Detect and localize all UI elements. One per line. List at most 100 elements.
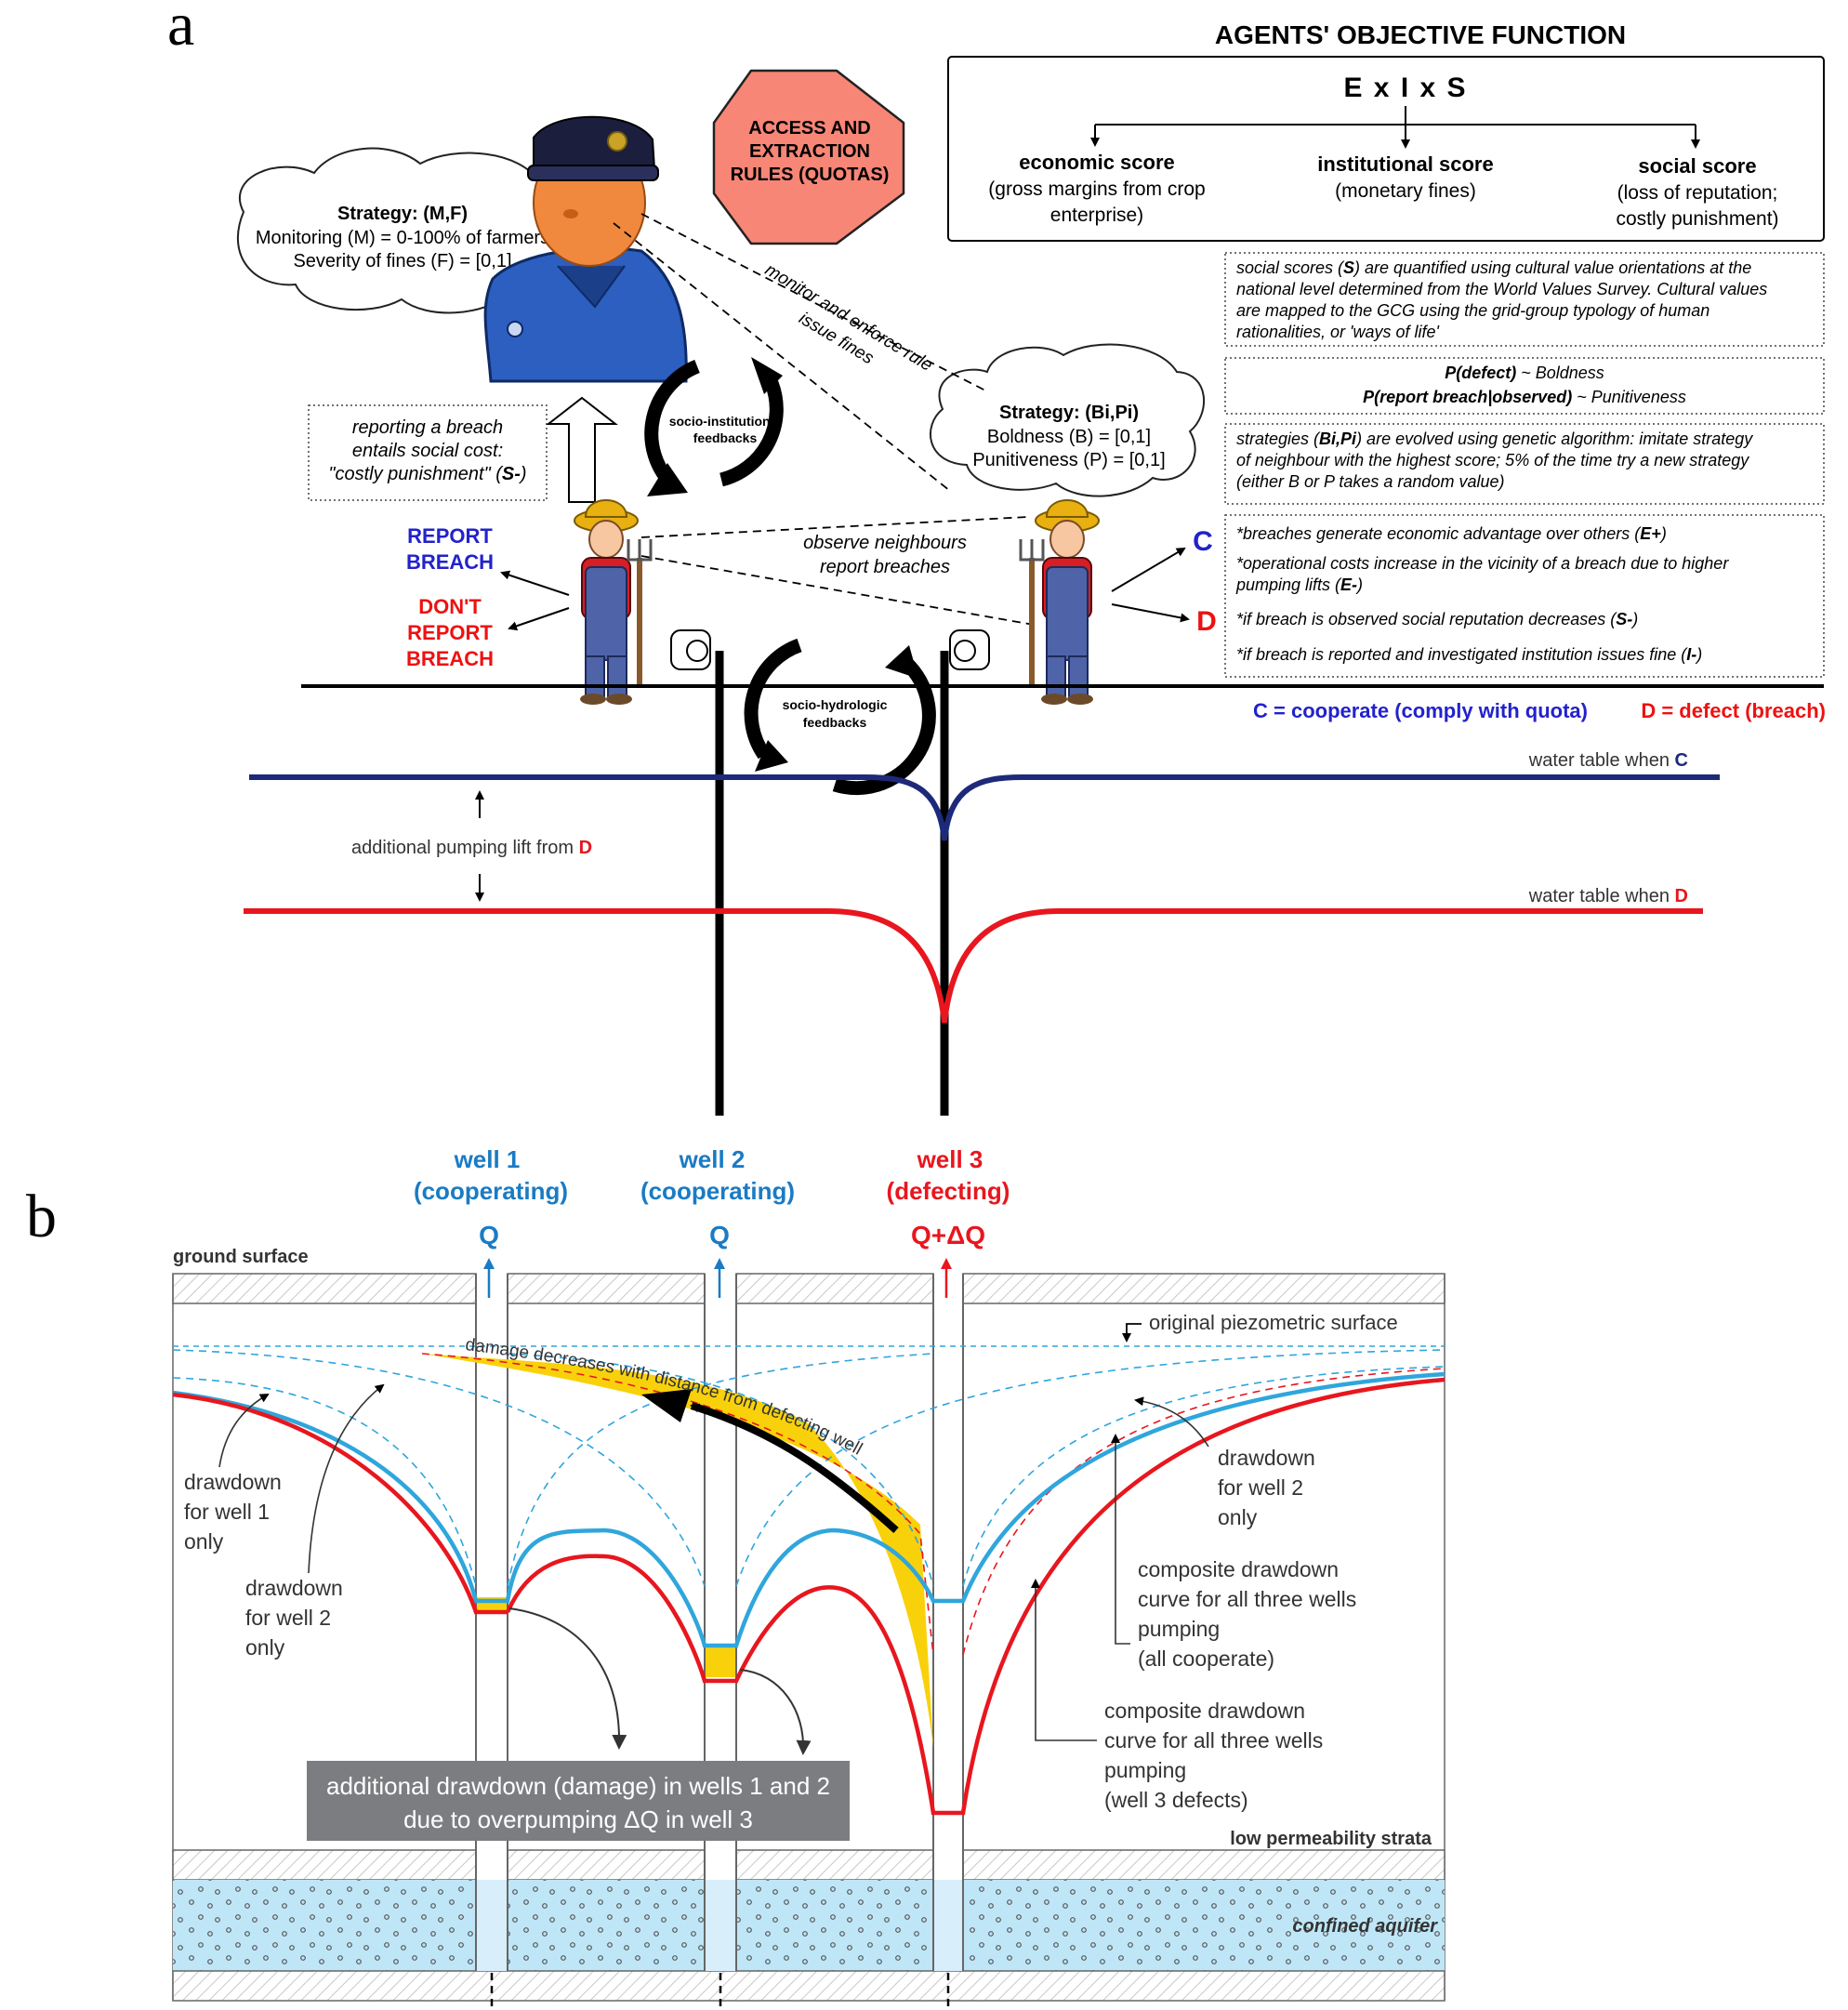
note-line: entails social cost:	[352, 441, 503, 461]
objective-title: AGENTS' OBJECTIVE FUNCTION	[1215, 20, 1626, 49]
social-score: social score (loss of reputation; costly…	[1616, 154, 1778, 230]
report-breach-label: BREACH	[406, 550, 494, 574]
report-arrow	[500, 570, 570, 596]
composite-defect-label: composite drawdown curve for all three w…	[1104, 1699, 1323, 1812]
stop-sign-line: ACCESS AND	[748, 118, 871, 139]
water-table-d-line	[244, 908, 1703, 1024]
well-flow: Q	[709, 1221, 730, 1250]
note-segment: ) are quantified using cultural value or…	[1353, 258, 1751, 277]
cloud-line: Monitoring (M) = 0-100% of farmers	[256, 228, 549, 248]
note-segment: )	[1355, 575, 1363, 594]
note-line: pumping lifts (E-)	[1235, 575, 1363, 594]
objective-branches	[1090, 106, 1700, 149]
panel-a-label: a	[167, 0, 194, 59]
monitor-line: monitor and enforce rule	[761, 260, 935, 376]
note-line: P(defect) ~ Boldness	[1445, 364, 1604, 382]
composite-cooperate-label: composite drawdown curve for all three w…	[1138, 1557, 1356, 1671]
institutional-score: institutional score (monetary fines)	[1317, 152, 1493, 202]
damage-arrowhead	[641, 1389, 692, 1422]
pointer	[1111, 1434, 1130, 1645]
dont-report-label: BREACH	[406, 647, 494, 670]
dont-report-label: REPORT	[407, 621, 493, 644]
choice-d-label: D	[1196, 606, 1217, 637]
police-strategy-cloud: Strategy: (M,F) Monitoring (M) = 0-100% …	[237, 147, 583, 314]
lift-label: additional pumping lift from D	[351, 838, 592, 858]
label-line: drawdown	[184, 1470, 282, 1494]
farmer-right-icon	[1019, 499, 1100, 705]
stop-sign: ACCESS AND EXTRACTION RULES (QUOTAS)	[712, 69, 905, 245]
damage-well-2	[706, 1646, 735, 1677]
note-segment: (either B or P takes a random value)	[1236, 472, 1504, 491]
damage-box-line: due to overpumping ΔQ in well 3	[403, 1805, 753, 1833]
label-line: only	[1218, 1505, 1258, 1529]
objective-formula: E x I x S	[1343, 73, 1467, 103]
panel-b-label: b	[26, 1183, 57, 1250]
note-box-social	[1224, 252, 1825, 347]
cloud-line: Punitiveness (P) = [0,1]	[972, 450, 1165, 470]
water-table-d-label: water table when D	[1528, 886, 1688, 906]
confined-aquifer-label: confined aquifer	[1292, 1916, 1438, 1937]
label-line: drawdown	[1218, 1446, 1315, 1470]
note-segment: P(report breach|observed)	[1363, 388, 1572, 406]
water-table-c-line	[249, 774, 1720, 841]
choice-c-label: C	[1193, 526, 1213, 557]
well-name: well 1	[454, 1145, 521, 1173]
lift-letter: D	[579, 838, 592, 858]
note-effects: *breaches generate economic advantage ov…	[1235, 524, 1729, 664]
lift-text: additional pumping lift from	[351, 838, 579, 858]
note-social: social scores (S) are quantified using c…	[1236, 258, 1767, 341]
up-arrow-icon	[546, 396, 618, 503]
loop-arrowhead	[755, 740, 788, 772]
well-screen	[934, 1880, 962, 1971]
wt-text: water table when	[1528, 886, 1675, 906]
composite-defect-curve	[172, 1377, 1445, 1816]
note-segment: P(defect)	[1445, 364, 1516, 382]
label-line: only	[245, 1635, 285, 1660]
wt-letter: C	[1675, 750, 1688, 771]
composite-cooperate-curve	[172, 1371, 1445, 1648]
objective-box	[947, 56, 1825, 242]
well-name: well 3	[917, 1145, 983, 1173]
note-line: strategies (Bi,Pi) are evolved using gen…	[1236, 430, 1753, 448]
note-segment: ~ Punitiveness	[1572, 388, 1686, 406]
well-status: (cooperating)	[414, 1177, 568, 1205]
damage-box-line: additional drawdown (damage) in wells 1 …	[326, 1772, 830, 1800]
note-segment: S	[1343, 258, 1354, 277]
damage-pointer	[739, 1669, 812, 1755]
note-box-probability	[1224, 357, 1825, 415]
stop-sign-line: RULES (QUOTAS)	[731, 165, 890, 185]
label-line: curve for all three wells	[1138, 1587, 1356, 1611]
label-line: composite drawdown	[1138, 1557, 1339, 1581]
note-segment: entails social cost:	[352, 441, 503, 461]
note-box-genetic	[1224, 423, 1825, 505]
defect-dashed-red	[421, 1353, 1445, 1656]
ground-surface-hatch	[172, 1273, 1445, 1304]
observe-line: observe neighbours	[803, 533, 967, 553]
farmer-left-icon	[574, 499, 653, 705]
note-box-effects	[1224, 514, 1825, 678]
note-line: social scores (S) are quantified using c…	[1236, 258, 1751, 277]
well-flow: Q+ΔQ	[911, 1221, 985, 1250]
observe-line: report breaches	[820, 557, 950, 577]
loop-arrowhead	[751, 357, 783, 394]
well-status: (defecting)	[887, 1177, 1010, 1205]
cloud-line: Severity of fines (F) = [0,1]	[293, 251, 511, 271]
note-line: "costly punishment" (S-)	[328, 464, 526, 484]
low-permeability-hatch	[172, 1849, 1445, 1881]
pump-icon	[670, 629, 990, 670]
damage-pointer	[508, 1607, 627, 1750]
farmer-strategy-cloud: Strategy: (Bi,Pi) Boldness (B) = [0,1] P…	[929, 343, 1206, 497]
well-name: well 2	[679, 1145, 746, 1173]
score-line: (loss of reputation;	[1617, 182, 1778, 204]
note-line: national level determined from the World…	[1236, 280, 1767, 298]
note-segment: national level determined from the World…	[1236, 280, 1767, 298]
note-segment: "costly punishment" (	[328, 464, 504, 484]
note-segment: *if breach is reported and investigated …	[1236, 645, 1688, 664]
label-line: drawdown	[245, 1576, 343, 1600]
label-line: for well 2	[1218, 1475, 1303, 1500]
choice-d-arrow	[1111, 603, 1190, 623]
damage-box	[307, 1761, 850, 1841]
dashed-connectors	[613, 213, 1035, 626]
